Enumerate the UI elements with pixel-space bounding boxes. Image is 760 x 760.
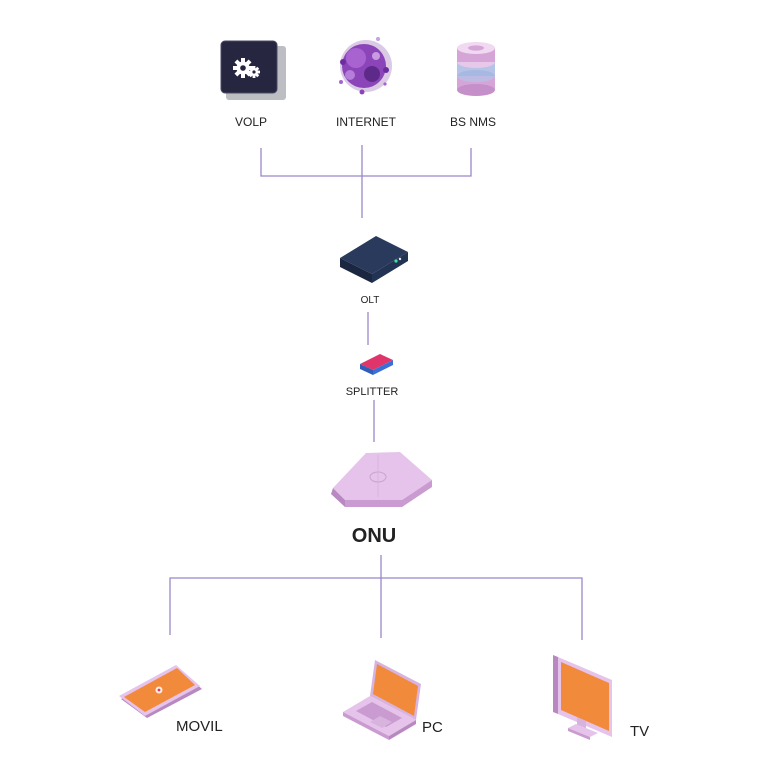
splitter-label: SPLITTER <box>346 386 399 398</box>
splitter-node[interactable]: SPLITTER <box>346 354 399 398</box>
olt-label: OLT <box>361 295 380 306</box>
tv-monitor-icon <box>553 655 612 740</box>
bsnms-label: BS NMS <box>450 115 496 129</box>
pc-label: PC <box>422 719 443 736</box>
internet-node[interactable]: INTERNET <box>336 37 397 129</box>
connectors <box>169 145 583 640</box>
gear-server-icon <box>220 40 286 100</box>
splitter-device-icon <box>360 354 393 375</box>
smartphone-icon <box>119 665 202 718</box>
volp-node[interactable]: VOLP <box>220 40 286 129</box>
movil-label: MOVIL <box>176 718 223 735</box>
pc-node[interactable]: PC <box>343 660 443 740</box>
onu-device-icon <box>331 452 432 507</box>
tv-label: TV <box>630 723 649 740</box>
onu-label: ONU <box>352 525 396 547</box>
volp-label: VOLP <box>235 115 267 129</box>
tv-node[interactable]: TV <box>553 655 649 740</box>
onu-node[interactable]: ONU <box>331 452 432 547</box>
internet-label: INTERNET <box>336 115 397 129</box>
connector-top-bus <box>260 148 472 177</box>
bsnms-node[interactable]: BS NMS <box>450 42 496 129</box>
laptop-icon <box>343 660 421 740</box>
globe-icon <box>339 37 392 95</box>
movil-node[interactable]: MOVIL <box>119 665 223 735</box>
database-icon <box>457 42 495 96</box>
olt-node[interactable]: OLT <box>340 236 408 306</box>
olt-device-icon <box>340 236 408 283</box>
connector-bottom-bus <box>169 577 583 640</box>
